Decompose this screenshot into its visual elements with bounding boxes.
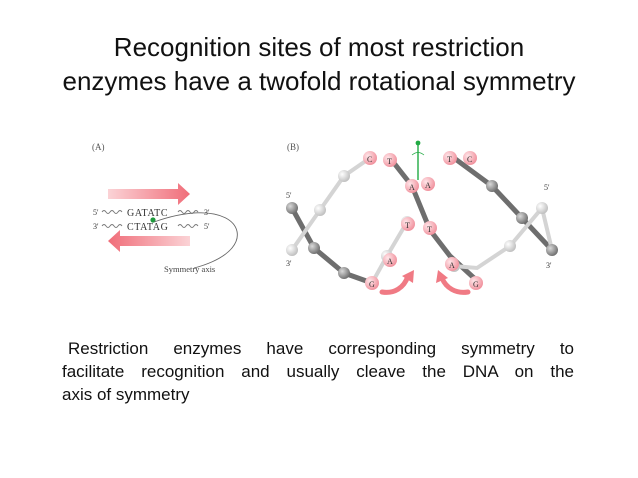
body-paragraph: Restriction enzymes have corresponding s…: [62, 337, 574, 406]
nucleotide-ball: [308, 242, 320, 254]
title-line-1: Recognition sites of most restriction: [113, 32, 525, 62]
light-strand-right: [452, 203, 554, 271]
base-ball-g2: [469, 276, 483, 290]
bottom-strand-wave-left: [101, 224, 123, 228]
symmetry-axis-top-dot: [415, 140, 421, 146]
nucleotide-ball: [286, 202, 298, 214]
nucleotide-ball: [516, 212, 528, 224]
panel-b-label: (B): [287, 142, 299, 152]
end-label-right-top: 5': [544, 183, 550, 192]
top-strand-wave-left: [101, 210, 123, 214]
base-ball-g1: [365, 276, 379, 290]
top-3prime-label: 3': [204, 208, 210, 217]
base-label-a1: A: [409, 183, 415, 192]
end-label-right-bottom: 3': [546, 261, 552, 270]
base-ball-t4: [423, 221, 437, 235]
bottom-sequence: CTATAG: [127, 222, 168, 233]
slide-title: Recognition sites of most restriction en…: [0, 30, 638, 98]
top-sequence: GATATC: [127, 208, 168, 219]
base-ball-a4: [445, 257, 459, 271]
base-label-a4: A: [449, 261, 455, 270]
symmetry-axis-dot: [150, 217, 156, 223]
light-strand-left: [290, 156, 372, 252]
figure-svg: (A) 5' GATATC 3' 3' CTATAG 5' Symmetry a…: [92, 140, 558, 295]
base-label-c1: C: [367, 155, 372, 164]
base-label-a3: A: [387, 257, 393, 266]
end-label-left-bottom: 3': [286, 259, 292, 268]
top-strand-wave-right: [177, 210, 199, 214]
dark-strands: [289, 155, 555, 286]
base-label-t1: T: [387, 157, 392, 166]
dark-strand-left: [289, 205, 375, 286]
base-label-g2: G: [473, 280, 479, 289]
pink-bases: C T A A T C T T A A: [363, 151, 483, 290]
body-line-3: axis of symmetry: [62, 385, 190, 404]
rotation-arrow-left: [379, 273, 411, 295]
symmetry-axis-leader: [153, 212, 238, 269]
nucleotide-ball: [338, 170, 350, 182]
nucleotide-ball: [314, 204, 326, 216]
nucleotide-ball: [286, 244, 298, 256]
base-ball-c1: [363, 151, 377, 165]
base-ball-t2: [443, 151, 457, 165]
nucleotide-ball: [536, 202, 548, 214]
bottom-strand-wave-right: [177, 224, 199, 228]
end-label-left-top: 5': [286, 191, 292, 200]
base-label-a2: A: [425, 181, 431, 190]
base-label-t4: T: [427, 225, 432, 234]
base-ball-t1: [383, 153, 397, 167]
bottom-5prime-label: 5': [204, 222, 210, 231]
nucleotide-ball: [504, 240, 516, 252]
nucleotide-ball: [486, 180, 498, 192]
top-5prime-label: 5': [93, 208, 99, 217]
base-ball-c2: [463, 151, 477, 165]
title-line-2: enzymes have a twofold rotational symmet…: [62, 66, 576, 96]
panel-a-label: (A): [92, 142, 105, 152]
base-ball-a2: [421, 177, 435, 191]
symmetry-axis-label: Symmetry axis: [164, 264, 215, 274]
rotation-arrow-left-head: [402, 270, 414, 283]
nucleotide-ball: [338, 267, 350, 279]
body-line-2: facilitate recognition and usually cleav…: [62, 362, 574, 381]
rotation-arrow-right-head: [436, 270, 448, 283]
base-label-c2: C: [467, 155, 472, 164]
symmetry-figure: (A) 5' GATATC 3' 3' CTATAG 5' Symmetry a…: [82, 138, 582, 298]
rotation-arrow-right: [439, 275, 471, 295]
base-label-g1: G: [369, 280, 375, 289]
base-label-t2: T: [447, 155, 452, 164]
forward-strand-arrow: [108, 183, 190, 205]
reverse-strand-arrow: [108, 230, 190, 252]
base-ball-a1: [405, 179, 419, 193]
dark-strand-right: [451, 155, 555, 253]
nucleotide-ball: [546, 244, 558, 256]
bottom-3prime-label: 3': [93, 222, 99, 231]
base-label-t3: T: [405, 221, 410, 230]
body-line-1: Restriction enzymes have corresponding s…: [68, 339, 574, 358]
rotation-indicator: [411, 152, 425, 156]
base-ball-a3: [383, 253, 397, 267]
base-ball-t3: [401, 217, 415, 231]
